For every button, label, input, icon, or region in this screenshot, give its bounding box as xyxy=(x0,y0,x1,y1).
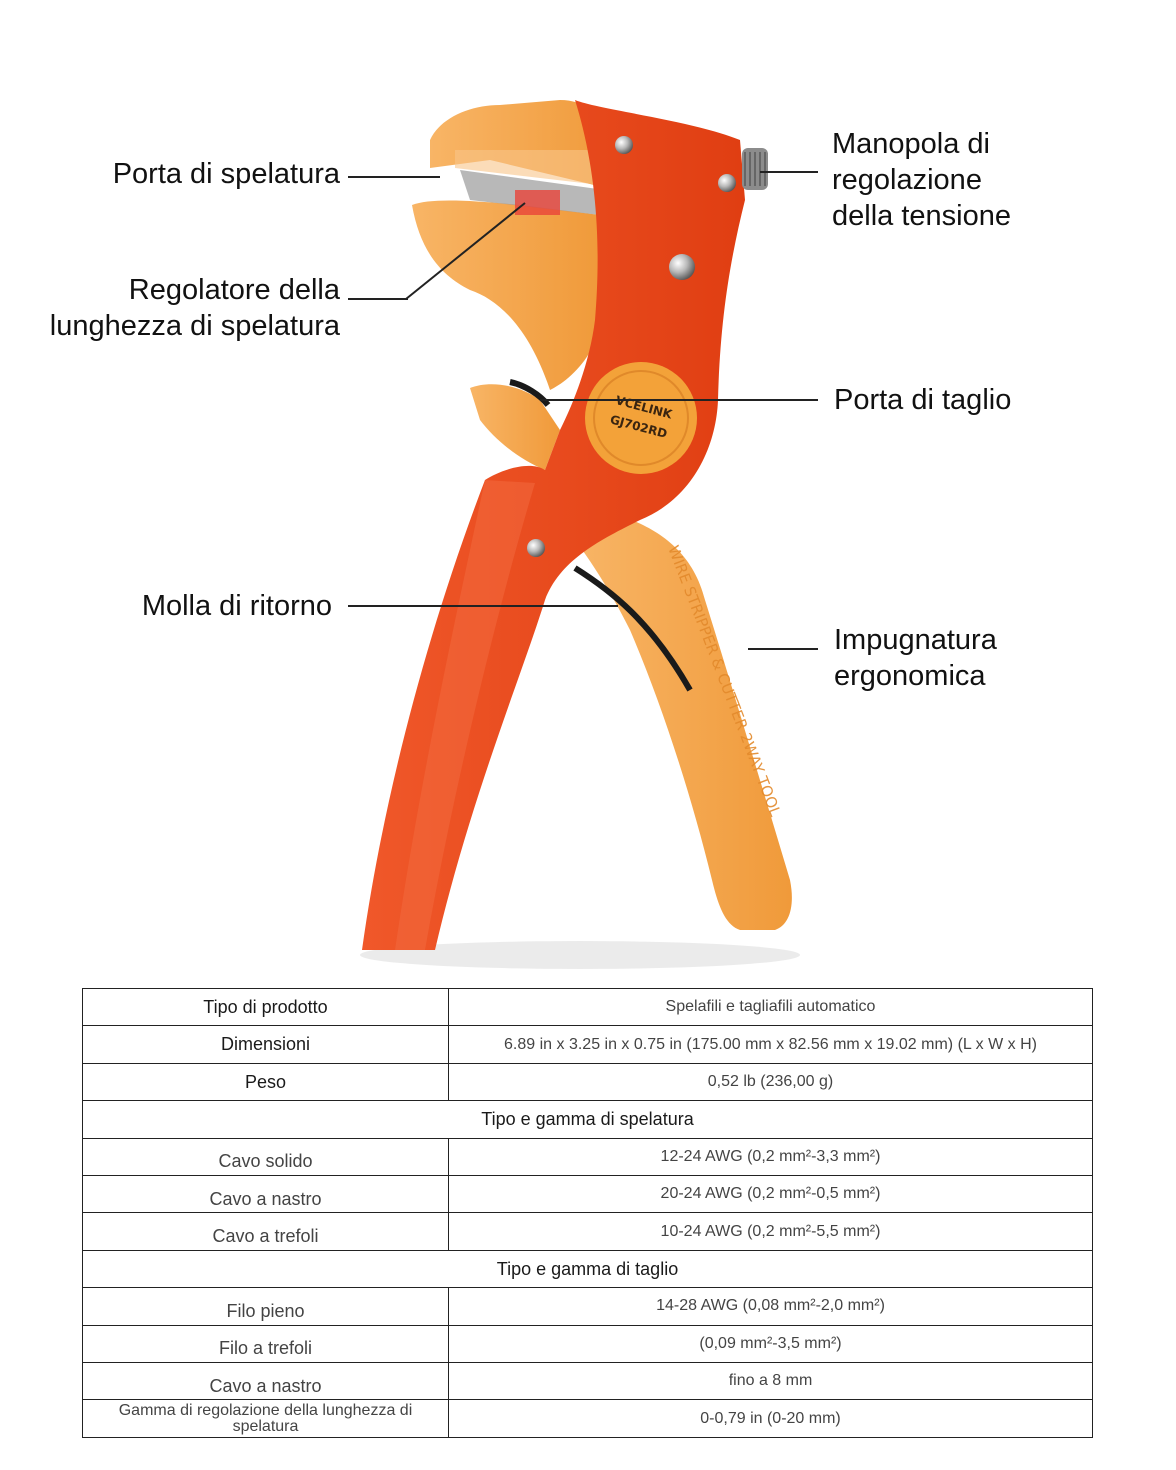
spec-label: Peso xyxy=(82,1062,449,1102)
callout-line xyxy=(760,171,818,173)
spec-label: Gamma di regolazione della lunghezza di … xyxy=(82,1399,449,1438)
spec-value: 0-0,79 in (0-20 mm) xyxy=(448,1399,1093,1438)
table-section-row: Tipo e gamma di taglio xyxy=(82,1249,1093,1289)
lower-jaw xyxy=(412,200,600,390)
spec-label: Cavo a trefoli xyxy=(82,1212,449,1251)
rivet-icon xyxy=(527,539,545,557)
table-row: Tipo di prodotto Spelafili e tagliafili … xyxy=(82,987,1093,1027)
label-porta-spelatura: Porta di spelatura xyxy=(112,158,340,190)
spec-value: fino a 8 mm xyxy=(448,1362,1093,1401)
callout-line xyxy=(348,176,440,178)
label-porta-taglio: Porta di taglio xyxy=(834,384,1012,416)
brand-seal xyxy=(585,362,697,474)
length-regulator xyxy=(515,190,560,215)
table-row: Cavo a trefoli 10-24 AWG (0,2 mm²-5,5 mm… xyxy=(82,1212,1093,1251)
callout-line xyxy=(348,605,618,607)
table-row: Gamma di regolazione della lunghezza di … xyxy=(82,1399,1093,1438)
table-row: Dimensioni 6.89 in x 3.25 in x 0.75 in (… xyxy=(82,1025,1093,1064)
callout-line xyxy=(748,648,818,650)
ergonomic-handle xyxy=(575,510,792,930)
rivet-icon xyxy=(615,136,633,154)
spec-label: Filo a trefoli xyxy=(82,1324,449,1364)
table-row: Peso 0,52 lb (236,00 g) xyxy=(82,1062,1093,1102)
wire-stripper-illustration: WIRE STRIPPER & CUTTER 2WAY TOOL VCELINK… xyxy=(360,100,800,969)
cutting-jaw xyxy=(470,384,560,470)
return-spring xyxy=(573,565,693,692)
spec-label: Cavo solido xyxy=(82,1137,449,1177)
spec-value: 0,52 lb (236,00 g) xyxy=(448,1062,1093,1102)
callout-line xyxy=(540,399,818,401)
ground-shadow xyxy=(360,941,800,969)
table-row: Cavo a nastro 20-24 AWG (0,2 mm²-0,5 mm²… xyxy=(82,1175,1093,1214)
section-header-stripping: Tipo e gamma di spelatura xyxy=(82,1100,1093,1139)
table-row: Cavo solido 12-24 AWG (0,2 mm²-3,3 mm²) xyxy=(82,1137,1093,1177)
spec-label: Cavo a nastro xyxy=(82,1362,449,1401)
label-regolatore-lunghezza: Regolatore della lunghezza di spelatura xyxy=(49,274,340,342)
product-diagram: WIRE STRIPPER & CUTTER 2WAY TOOL VCELINK… xyxy=(49,100,1012,969)
table-row: Filo a trefoli (0,09 mm²-3,5 mm²) xyxy=(82,1324,1093,1364)
table-section-row: Tipo e gamma di spelatura xyxy=(82,1100,1093,1139)
spec-value: 20-24 AWG (0,2 mm²-0,5 mm²) xyxy=(448,1175,1093,1214)
spec-label: Cavo a nastro xyxy=(82,1175,449,1214)
section-header-cutting: Tipo e gamma di taglio xyxy=(82,1249,1093,1289)
table-row: Cavo a nastro fino a 8 mm xyxy=(82,1362,1093,1401)
spec-value: (0,09 mm²-3,5 mm²) xyxy=(448,1324,1093,1364)
rivet-icon xyxy=(718,174,736,192)
spec-value: 14-28 AWG (0,08 mm²-2,0 mm²) xyxy=(448,1287,1093,1326)
table-row: Filo pieno 14-28 AWG (0,08 mm²-2,0 mm²) xyxy=(82,1287,1093,1326)
specifications-table: Tipo di prodotto Spelafili e tagliafili … xyxy=(82,987,1093,1438)
label-impugnatura: Impugnatura ergonomica xyxy=(834,624,997,692)
spec-label: Filo pieno xyxy=(82,1287,449,1326)
spec-label: Dimensioni xyxy=(82,1025,449,1064)
spec-value: 12-24 AWG (0,2 mm²-3,3 mm²) xyxy=(448,1137,1093,1177)
spec-value: 6.89 in x 3.25 in x 0.75 in (175.00 mm x… xyxy=(448,1025,1093,1064)
spec-value: Spelafili e tagliafili automatico xyxy=(448,987,1093,1027)
spec-value: 10-24 AWG (0,2 mm²-5,5 mm²) xyxy=(448,1212,1093,1251)
callout-line xyxy=(348,298,408,300)
label-manopola-tensione: Manopola di regolazione della tensione xyxy=(832,128,1011,232)
label-molla-ritorno: Molla di ritorno xyxy=(141,590,332,622)
rivet-icon xyxy=(669,254,695,280)
spec-label: Tipo di prodotto xyxy=(82,987,449,1027)
